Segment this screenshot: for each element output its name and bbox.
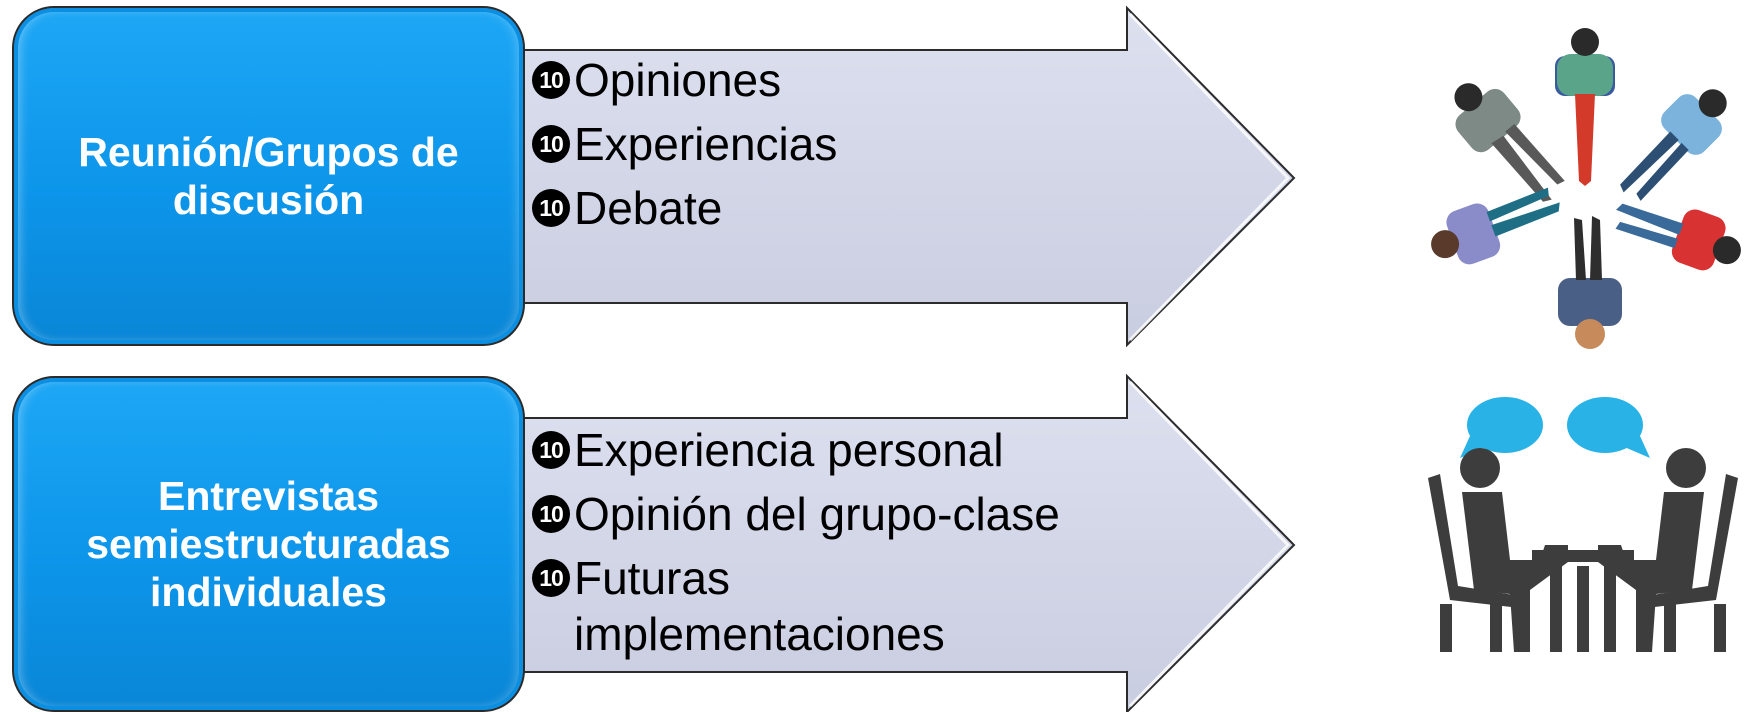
bullet-text: Opiniones: [574, 54, 782, 106]
bullet-marker-icon: 10: [532, 125, 570, 163]
method-box-2: Entrevistas semiestructuradas individual…: [12, 376, 525, 712]
bullet-item: 10 Experiencias: [532, 112, 837, 176]
bullet-text: Opinión del grupo-clase: [574, 488, 1060, 540]
bullet-list-2: 10 Experiencia personal 10 Opinión del g…: [532, 418, 1060, 662]
method-box-1: Reunión/Grupos de discusión: [12, 6, 525, 346]
bullet-text: Experiencia personal: [574, 424, 1004, 476]
bullet-text: Experiencias: [574, 118, 838, 170]
arrow-1: [469, 5, 1296, 348]
method-box-2-line-2: semiestructuradas: [86, 521, 451, 567]
bullet-text: Debate: [574, 182, 723, 234]
arrow-2: [469, 373, 1296, 712]
method-box-2-line-1: Entrevistas: [157, 473, 380, 519]
bullet-list-1: 10 Opiniones 10 Experiencias 10 Debate: [532, 48, 837, 240]
bullet-text: Futuras implementaciones: [574, 552, 945, 660]
bullet-item: 10 Experiencia personal: [532, 418, 1060, 482]
bullet-marker-icon: 10: [532, 431, 570, 469]
method-box-2-line-3: individuales: [150, 569, 387, 615]
bullet-marker-icon: 10: [532, 189, 570, 227]
method-box-1-line-2: discusión: [172, 177, 365, 223]
bullet-item: 10 Futuras implementaciones: [532, 546, 1060, 662]
bullet-item: 10 Opiniones: [532, 48, 837, 112]
bullet-marker-icon: 10: [532, 559, 570, 597]
method-box-1-line-1: Reunión/Grupos de: [78, 129, 459, 175]
group-meeting-top-view-icon: [1431, 28, 1741, 349]
bullet-marker-icon: 10: [532, 495, 570, 533]
bullet-item: 10 Opinión del grupo-clase: [532, 482, 1060, 546]
interview-two-people-table-icon: [1428, 397, 1738, 652]
bullet-marker-icon: 10: [532, 61, 570, 99]
bullet-item: 10 Debate: [532, 176, 837, 240]
